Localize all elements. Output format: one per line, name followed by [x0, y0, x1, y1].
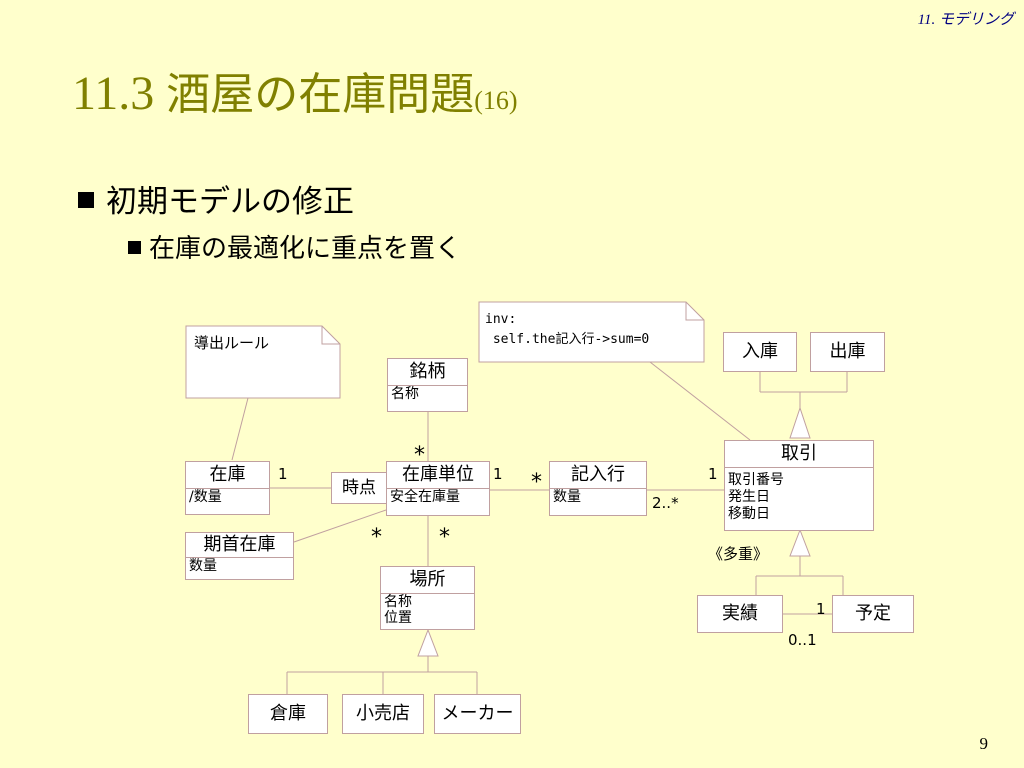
class-attr: 発生日 [728, 489, 770, 505]
class-attr: /数量 [189, 489, 222, 505]
class-entry-line[interactable]: 記入行 数量 [549, 461, 647, 516]
note-derivation-text: 導出ルール [194, 334, 270, 352]
class-name: 倉庫 [270, 703, 306, 724]
gen-triangle-top [789, 406, 811, 439]
mult-unit-entry-many: * [531, 470, 542, 495]
mult-stock-one: 1 [278, 465, 288, 483]
class-attrs: 数量 [186, 557, 293, 575]
class-shipment[interactable]: 出庫 [810, 332, 885, 372]
title-suffix: (16) [474, 86, 518, 115]
mult-place-many-left: * [371, 525, 382, 550]
mult-actual-plan-opt: 0..1 [788, 631, 817, 649]
bullet-level2: 在庫の最適化に重点を置く [128, 228, 461, 265]
class-attrs: 安全在庫量 [387, 488, 489, 506]
class-name: 在庫単位 [402, 464, 474, 485]
class-attr: 数量 [553, 489, 581, 505]
mult-brand-many: * [414, 443, 425, 468]
class-attrs: /数量 [186, 488, 269, 506]
class-name: 場所 [409, 569, 446, 590]
bullet-level1-text: 初期モデルの修正 [106, 184, 354, 220]
class-attrs: 取引番号 発生日 移動日 [725, 467, 873, 523]
class-name: 出庫 [829, 341, 866, 362]
class-stock-unit[interactable]: 在庫単位 安全在庫量 [386, 461, 490, 516]
note-anchor-derivation [231, 397, 249, 461]
class-name: 銘柄 [409, 361, 446, 382]
note-shape-constraint [478, 301, 705, 363]
bullet-square-icon [78, 192, 94, 208]
class-attrs: 名称 [388, 385, 467, 403]
slide-title: 11.3 酒屋の在庫問題(16) [72, 58, 518, 122]
note-constraint: inv: self.the記入行->sum=0 [479, 304, 699, 356]
class-retail[interactable]: 小売店 [342, 694, 424, 734]
class-attr: 数量 [189, 558, 217, 574]
class-name: 予定 [855, 603, 891, 624]
mult-actual-plan-one: 1 [816, 600, 826, 618]
note-anchor-constraint [649, 361, 751, 441]
class-brand[interactable]: 銘柄 名称 [387, 358, 468, 412]
qualifier-box[interactable]: 時点 [331, 472, 387, 504]
class-name: 記入行 [571, 464, 625, 485]
class-name: 小売店 [356, 703, 410, 724]
assoc-opening-unit [293, 509, 387, 543]
title-main: 酒屋の在庫問題 [166, 69, 475, 120]
class-place[interactable]: 場所 名称 位置 [380, 566, 475, 630]
title-number: 11.3 [72, 67, 155, 120]
gen-triangle-bottom [789, 528, 811, 557]
class-name: メーカー [441, 703, 514, 724]
gen-triangle-place [417, 628, 439, 657]
class-warehouse[interactable]: 倉庫 [248, 694, 328, 734]
class-attr: 移動日 [728, 506, 770, 522]
class-attr: 安全在庫量 [390, 489, 460, 505]
mult-place-many-right: * [439, 525, 450, 550]
bullet-level1: 初期モデルの修正 [78, 176, 354, 221]
note-derivation: 導出ルール [186, 326, 322, 359]
class-name: 在庫 [209, 464, 246, 485]
note-constraint-line1: inv: [485, 312, 517, 327]
bullet-square-icon [128, 241, 141, 254]
class-attrs: 数量 [550, 488, 646, 506]
class-attrs: 名称 位置 [381, 593, 474, 626]
mult-unit-entry-one: 1 [493, 465, 503, 483]
class-name: 実績 [722, 603, 758, 624]
class-actual[interactable]: 実績 [697, 595, 783, 633]
class-maker[interactable]: メーカー [434, 694, 521, 734]
note-shape-derivation [185, 325, 341, 399]
qualifier-label: 時点 [342, 478, 376, 498]
class-stock[interactable]: 在庫 /数量 [185, 461, 270, 515]
class-name: 入庫 [742, 341, 778, 362]
class-receipt[interactable]: 入庫 [723, 332, 797, 372]
stereotype-label: 《多重》 [708, 545, 769, 563]
class-attr: 名称 [384, 594, 412, 610]
page-number: 9 [979, 734, 989, 753]
class-attr: 取引番号 [728, 472, 784, 488]
class-plan[interactable]: 予定 [832, 595, 914, 633]
class-attr: 位置 [384, 610, 412, 626]
class-name: 期首在庫 [203, 534, 276, 555]
class-opening-stock[interactable]: 期首在庫 数量 [185, 532, 294, 580]
bullet-level2-text: 在庫の最適化に重点を置く [149, 234, 462, 264]
class-name: 取引 [781, 443, 817, 464]
class-transaction[interactable]: 取引 取引番号 発生日 移動日 [724, 440, 874, 531]
mult-entry-trans-many: 2..* [652, 494, 679, 512]
chapter-label: 11. モデリング [917, 12, 1014, 28]
note-constraint-line2: self.the記入行->sum=0 [485, 332, 650, 347]
mult-entry-trans-one: 1 [708, 465, 718, 483]
class-attr: 名称 [391, 386, 419, 402]
